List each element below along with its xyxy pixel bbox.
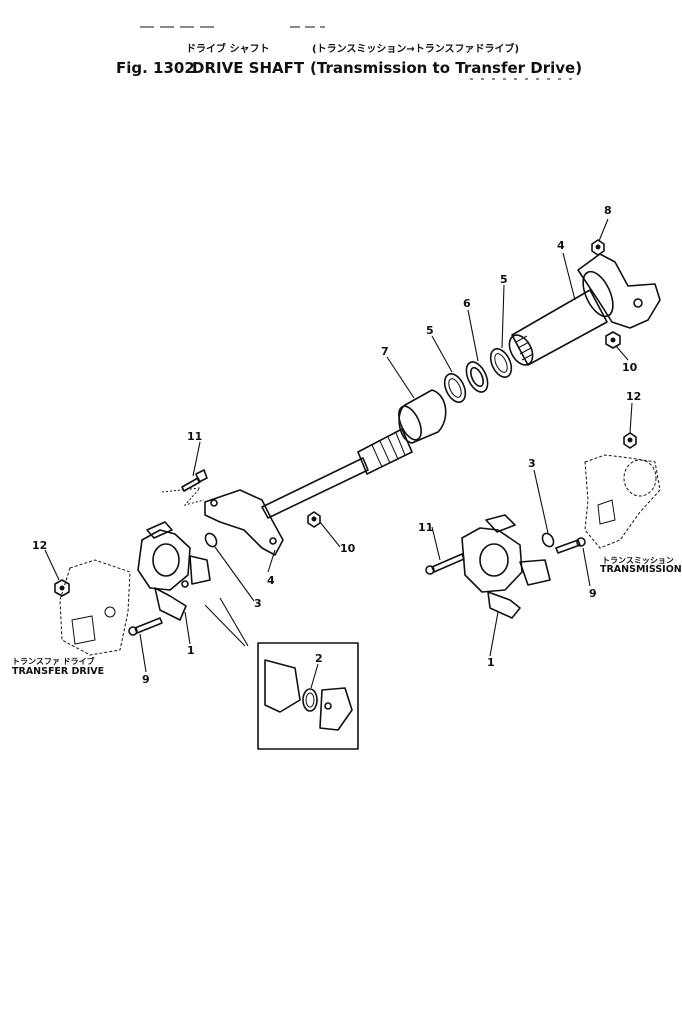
transfer-drive-label: TRANSFER DRIVE	[12, 666, 104, 677]
title-jp: ドライブ シャフト	[186, 42, 269, 55]
subtitle-en: (Transmission to Transfer Drive)	[310, 59, 582, 77]
callout-8: 8	[604, 204, 612, 217]
callout-1: 1	[487, 656, 495, 669]
callout-5: 5	[426, 324, 434, 337]
bolt-icon	[181, 469, 208, 492]
splined-yoke-sleeve-4	[508, 253, 661, 366]
hex-nut-icon	[54, 579, 70, 597]
callout-4: 4	[557, 239, 565, 252]
hex-nut-icon	[623, 432, 637, 449]
callout-numbers: 8 4 5 6 5 7 10 12 3 11 11 12 10 4 3 9 9 …	[32, 204, 641, 686]
yoke-icon	[584, 454, 661, 549]
hex-nut-icon	[307, 511, 321, 528]
callout-11: 11	[187, 430, 202, 443]
hex-nut-icon	[605, 331, 621, 349]
bearing-cup-3-right	[541, 532, 555, 548]
bolt-icon	[555, 537, 586, 554]
subtitle-jp: (トランスミッション→トランスファドライブ)	[312, 42, 519, 55]
bolt-icon	[128, 617, 163, 636]
yoke-icon	[59, 559, 131, 656]
callout-1: 1	[187, 644, 195, 657]
transfer-drive-label-jp: トランスファ ドライブ	[12, 656, 95, 666]
callout-12: 12	[32, 539, 47, 552]
inset-detail-box	[257, 642, 359, 750]
callout-10: 10	[340, 542, 356, 555]
callout-10: 10	[622, 361, 638, 374]
bearing-ring-icon	[465, 361, 489, 393]
bearing-ring-icon	[489, 348, 513, 378]
callout-5: 5	[500, 273, 508, 286]
leader-lines	[44, 218, 633, 689]
hex-nut-icon	[591, 239, 605, 256]
splined-shaft-icon	[204, 389, 447, 556]
callout-4: 4	[267, 574, 275, 587]
callout-2: 2	[315, 652, 323, 665]
assembly-labels: トランスファ ドライブ TRANSFER DRIVE トランスミッション TRA…	[12, 556, 682, 677]
fig-number: Fig. 1302	[116, 59, 195, 77]
callout-11: 11	[418, 521, 433, 534]
callout-7: 7	[381, 345, 389, 358]
callout-12: 12	[626, 390, 641, 403]
transmission-label: TRANSMISSION	[600, 564, 682, 575]
callout-6: 6	[463, 297, 471, 310]
bearing-ring-icon	[443, 373, 467, 403]
universal-joint-icon	[461, 514, 551, 619]
header: ドライブ シャフト (トランスミッション→トランスファドライブ) Fig. 13…	[116, 26, 582, 80]
bearing-cup-3-left	[204, 532, 218, 548]
callout-9: 9	[142, 673, 150, 686]
callout-9: 9	[589, 587, 597, 600]
callout-3: 3	[528, 457, 536, 470]
callout-3: 3	[254, 597, 262, 610]
transmission-label-jp: トランスミッション	[602, 556, 674, 565]
bolt-icon	[425, 553, 465, 575]
title-en: DRIVE SHAFT	[192, 59, 305, 77]
universal-joint-icon	[137, 521, 211, 621]
